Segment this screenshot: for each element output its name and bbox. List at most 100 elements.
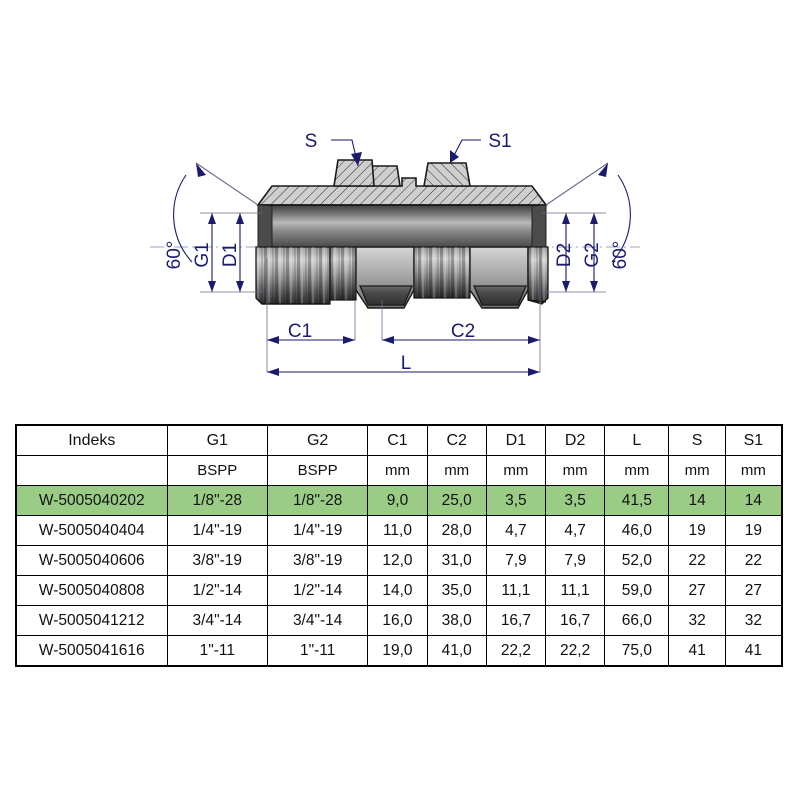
label-angle-right: 60° bbox=[610, 241, 631, 270]
table-row-cell-2: 1/8"-28 bbox=[266, 485, 369, 516]
hex-nut-right bbox=[469, 246, 529, 309]
label-angle-left: 60° bbox=[164, 241, 185, 270]
table-units-row-cell-8: mm bbox=[668, 455, 726, 486]
table-row-cell-9: 32 bbox=[724, 605, 783, 636]
table-row-cell-2: 1/4"-19 bbox=[266, 515, 369, 546]
thread-middle bbox=[413, 246, 471, 299]
leader-chamfer-right bbox=[545, 162, 609, 206]
table-row-cell-3: 16,0 bbox=[367, 605, 428, 636]
table-row-cell-8: 27 bbox=[668, 575, 726, 606]
table-units-row-cell-5: mm bbox=[485, 455, 547, 486]
table-row-cell-5: 11,1 bbox=[485, 575, 547, 606]
table-row-cell-6: 11,1 bbox=[545, 575, 606, 606]
table-row-cell-9: 22 bbox=[724, 545, 783, 576]
boss-s1 bbox=[423, 162, 471, 187]
table-header-row-cell-8: S bbox=[668, 425, 726, 456]
table-header-row-cell-4: C2 bbox=[426, 425, 487, 456]
upper-barrel bbox=[258, 205, 546, 247]
table-row-cell-5: 7,9 bbox=[485, 545, 547, 576]
table-row-cell-3: 9,0 bbox=[367, 485, 428, 516]
table-row-cell-9: 41 bbox=[724, 635, 783, 666]
table-row-cell-0: W-5005040808 bbox=[16, 575, 168, 606]
dimension-lines bbox=[173, 139, 631, 376]
table-header-row-cell-2: G2 bbox=[266, 425, 369, 456]
table-row-cell-6: 7,9 bbox=[545, 545, 606, 576]
table-row-cell-0: W-5005041212 bbox=[16, 605, 168, 636]
table-row-cell-5: 16,7 bbox=[485, 605, 547, 636]
table-row-cell-7: 46,0 bbox=[604, 515, 670, 546]
table-header-row-cell-1: G1 bbox=[166, 425, 268, 456]
table-header-row-cell-5: D1 bbox=[485, 425, 547, 456]
table-row-cell-1: 1/2"-14 bbox=[166, 575, 268, 606]
table-row-cell-4: 41,0 bbox=[426, 635, 487, 666]
label-g2: G2 bbox=[582, 242, 603, 267]
table-row-cell-8: 14 bbox=[668, 485, 726, 516]
label-g1: G1 bbox=[192, 242, 213, 267]
table-units-row-cell-2: BSPP bbox=[266, 455, 369, 486]
label-s: S bbox=[305, 131, 318, 152]
table-row-cell-3: 12,0 bbox=[367, 545, 428, 576]
label-c2: C2 bbox=[451, 321, 475, 342]
table-row-cell-8: 22 bbox=[668, 545, 726, 576]
thread-left-2 bbox=[329, 246, 357, 301]
table-header-row-cell-0: Indeks bbox=[16, 425, 168, 456]
table-row-cell-7: 52,0 bbox=[604, 545, 670, 576]
fitting-part bbox=[255, 159, 549, 309]
table-row-cell-8: 19 bbox=[668, 515, 726, 546]
leader-chamfer-left bbox=[195, 162, 259, 206]
table-header-row-cell-7: L bbox=[604, 425, 670, 456]
table-row-cell-7: 66,0 bbox=[604, 605, 670, 636]
table-row-cell-2: 3/4"-14 bbox=[266, 605, 369, 636]
table-row-cell-1: 1/8"-28 bbox=[166, 485, 268, 516]
section-flange bbox=[256, 177, 548, 206]
thread-left bbox=[255, 246, 331, 305]
label-s1: S1 bbox=[488, 131, 511, 152]
table-row-cell-2: 1"-11 bbox=[266, 635, 369, 666]
table-row-cell-4: 28,0 bbox=[426, 515, 487, 546]
table-row-cell-6: 3,5 bbox=[545, 485, 606, 516]
technical-drawing: S S1 60° G1 D1 D2 G2 60° C1 C2 L bbox=[150, 131, 640, 376]
table-row-cell-5: 3,5 bbox=[485, 485, 547, 516]
label-d2: D2 bbox=[554, 243, 575, 267]
table-row-cell-4: 35,0 bbox=[426, 575, 487, 606]
table-row-cell-9: 27 bbox=[724, 575, 783, 606]
label-l: L bbox=[401, 353, 412, 374]
label-c1: C1 bbox=[288, 321, 312, 342]
label-d1: D1 bbox=[220, 243, 241, 267]
thread-right bbox=[527, 246, 549, 305]
table-row-cell-7: 75,0 bbox=[604, 635, 670, 666]
table-row-cell-0: W-5005041616 bbox=[16, 635, 168, 666]
table-row-cell-0: W-5005040404 bbox=[16, 515, 168, 546]
table-row-cell-8: 41 bbox=[668, 635, 726, 666]
table-row-cell-1: 1"-11 bbox=[166, 635, 268, 666]
table-row-cell-7: 41,5 bbox=[604, 485, 670, 516]
table-units-row-cell-1: BSPP bbox=[166, 455, 268, 486]
table-row-cell-4: 25,0 bbox=[426, 485, 487, 516]
table-row-cell-8: 32 bbox=[668, 605, 726, 636]
table-row-cell-0: W-5005040202 bbox=[16, 485, 168, 516]
table-row-cell-1: 3/4"-14 bbox=[166, 605, 268, 636]
table-row-cell-1: 1/4"-19 bbox=[166, 515, 268, 546]
table-units-row-cell-3: mm bbox=[367, 455, 428, 486]
table-header-row-cell-3: C1 bbox=[367, 425, 428, 456]
table-units-row-cell-9: mm bbox=[724, 455, 783, 486]
table-row-cell-4: 38,0 bbox=[426, 605, 487, 636]
table-row-cell-5: 4,7 bbox=[485, 515, 547, 546]
table-units-row-cell-0 bbox=[16, 455, 168, 486]
dimension-labels: S S1 60° G1 D1 D2 G2 60° C1 C2 L bbox=[164, 131, 631, 374]
table-row-cell-9: 19 bbox=[724, 515, 783, 546]
table-row-cell-9: 14 bbox=[724, 485, 783, 516]
table-row-cell-6: 4,7 bbox=[545, 515, 606, 546]
table-header-row-cell-9: S1 bbox=[724, 425, 783, 456]
table-row-cell-7: 59,0 bbox=[604, 575, 670, 606]
table-row-cell-2: 3/8"-19 bbox=[266, 545, 369, 576]
table-row-cell-4: 31,0 bbox=[426, 545, 487, 576]
table-row-cell-0: W-5005040606 bbox=[16, 545, 168, 576]
